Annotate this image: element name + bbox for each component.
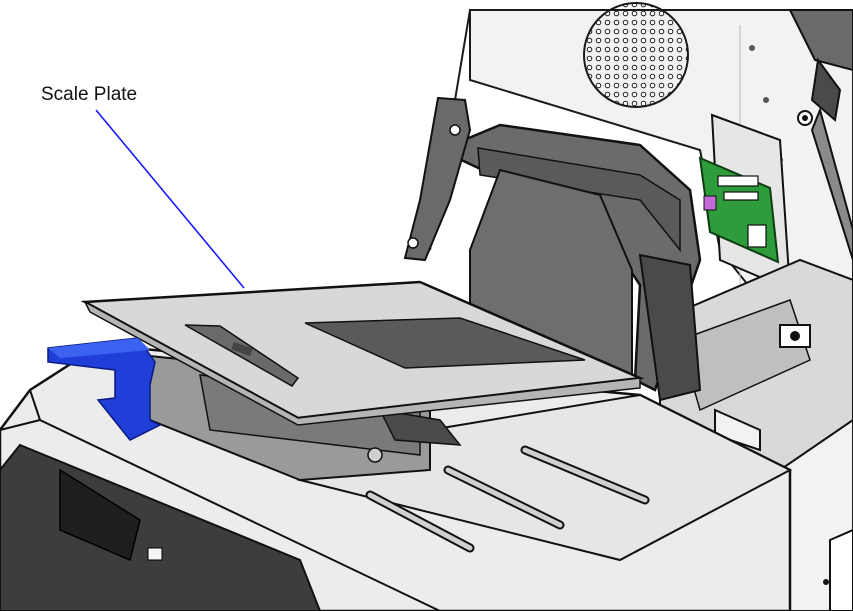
upper-right-bracket: [788, 9, 853, 261]
callout-leader-line: [95, 109, 245, 289]
down-arrow-icon: [47, 337, 162, 441]
speaker-grille-icon: [583, 2, 689, 108]
scale-plate: [80, 280, 645, 426]
circuit-board: [698, 156, 780, 264]
scale-plate-label: Scale Plate: [41, 84, 138, 105]
hinge-bracket-arm: [403, 96, 472, 262]
